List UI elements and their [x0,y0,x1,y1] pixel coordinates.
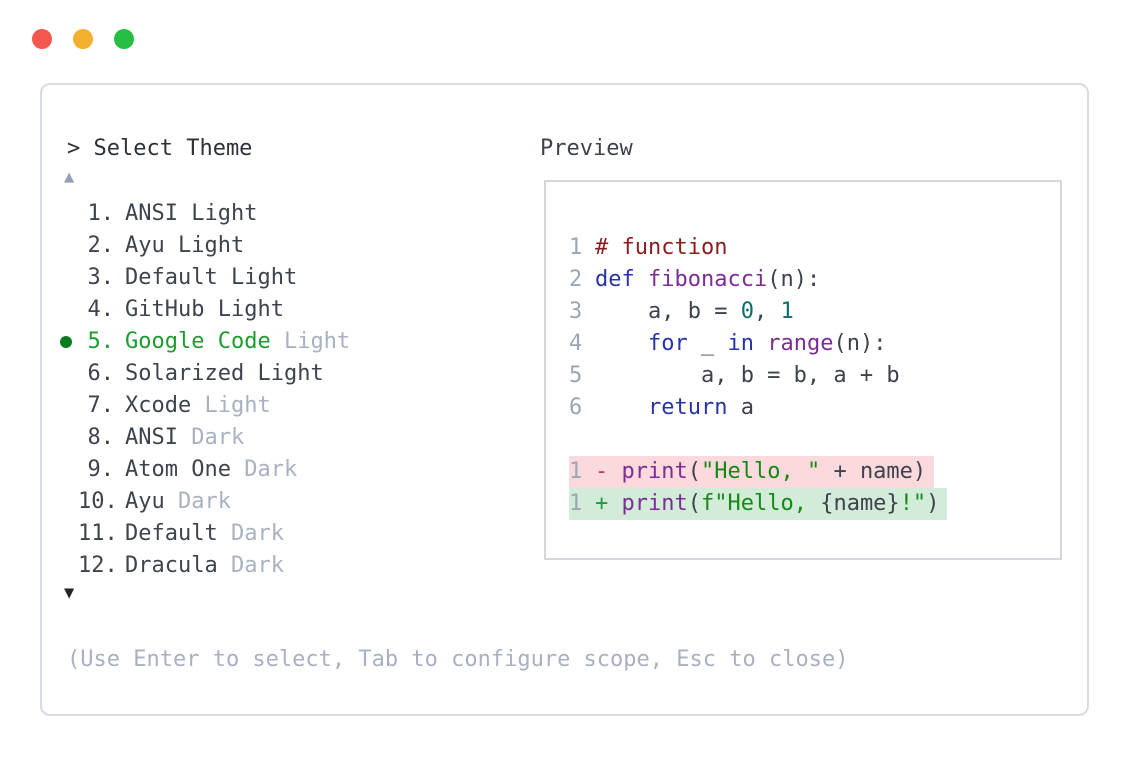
theme-item-number: 12. [78,553,118,578]
bullet-slot [42,262,78,294]
theme-item-google-code-light[interactable]: 5. Google Code Light [42,326,350,358]
theme-item-label: Default Light [125,265,298,290]
theme-item-label: Ayu Light [125,233,245,258]
theme-selector-panel: > Select Theme Preview ▲ 1. ANSI Light 2. A… [40,83,1089,716]
bullet-slot [42,550,78,582]
theme-item-number: 3. [87,265,115,290]
bullet-slot [42,486,78,518]
window-controls [32,29,134,49]
code-line: 1# function [569,235,728,260]
theme-item-number: 9. [87,457,115,482]
diff-line-added: 1+ print(f"Hello, {name}!") [569,488,948,520]
keyboard-hint: (Use Enter to select, Tab to configure s… [67,647,849,672]
theme-item-label: ANSI Dark [125,425,245,450]
theme-item-label: ANSI Light [125,201,258,226]
theme-item-default-light[interactable]: 3. Default Light [42,262,298,294]
code-line: 6 return a [569,395,754,420]
theme-item-number: 2. [87,233,115,258]
bullet-slot [42,358,78,390]
theme-item-label: Default Dark [125,521,284,546]
selected-bullet-icon [42,326,78,358]
theme-item-number: 4. [87,297,115,322]
theme-item-number: 11. [78,521,118,546]
code-line: 3 a, b = 0, 1 [569,299,794,324]
theme-item-ansi-light[interactable]: 1. ANSI Light [42,198,258,230]
theme-item-default-dark[interactable]: 11. Default Dark [42,518,284,550]
theme-item-label: Ayu Dark [125,489,231,514]
bullet-slot [42,390,78,422]
theme-item-number: 6. [87,361,115,386]
theme-item-ayu-dark[interactable]: 10. Ayu Dark [42,486,231,518]
theme-item-label: Xcode Light [125,393,271,418]
code-line: 5 a, b = b, a + b [569,363,900,388]
theme-item-number: 7. [87,393,115,418]
theme-item-number: 8. [87,425,115,450]
code-line: 4 for _ in range(n): [569,331,887,356]
select-theme-prompt: > Select Theme [67,136,253,161]
theme-item-number: 5. [87,329,115,354]
bullet-slot [42,422,78,454]
theme-item-number: 10. [78,489,118,514]
theme-item-label: Dracula Dark [125,553,284,578]
theme-item-solarized-light[interactable]: 6. Solarized Light [42,358,324,390]
scroll-down-icon[interactable]: ▼ [64,583,75,603]
minimize-button[interactable] [73,29,93,49]
theme-item-label: Google Code Light [125,329,351,354]
bullet-slot [42,230,78,262]
theme-item-label: Solarized Light [125,361,324,386]
diff-line-removed: 1- print("Hello, " + name) [569,456,947,488]
zoom-button[interactable] [114,29,134,49]
theme-item-ayu-light[interactable]: 2. Ayu Light [42,230,245,262]
theme-item-dracula-dark[interactable]: 12. Dracula Dark [42,550,284,582]
bullet-slot [42,198,78,230]
theme-item-xcode-light[interactable]: 7. Xcode Light [42,390,271,422]
theme-item-label: Atom One Dark [125,457,298,482]
theme-item-ansi-dark[interactable]: 8. ANSI Dark [42,422,245,454]
scroll-up-icon[interactable]: ▲ [64,167,75,187]
theme-item-label: GitHub Light [125,297,284,322]
theme-item-number: 1. [87,201,115,226]
theme-item-atom-one-dark[interactable]: 9. Atom One Dark [42,454,298,486]
bullet-slot [42,518,78,550]
bullet-slot [42,454,78,486]
close-button[interactable] [32,29,52,49]
code-blank-line [569,424,947,456]
theme-item-github-light[interactable]: 4. GitHub Light [42,294,284,326]
preview-label: Preview [540,136,633,161]
bullet-slot [42,294,78,326]
